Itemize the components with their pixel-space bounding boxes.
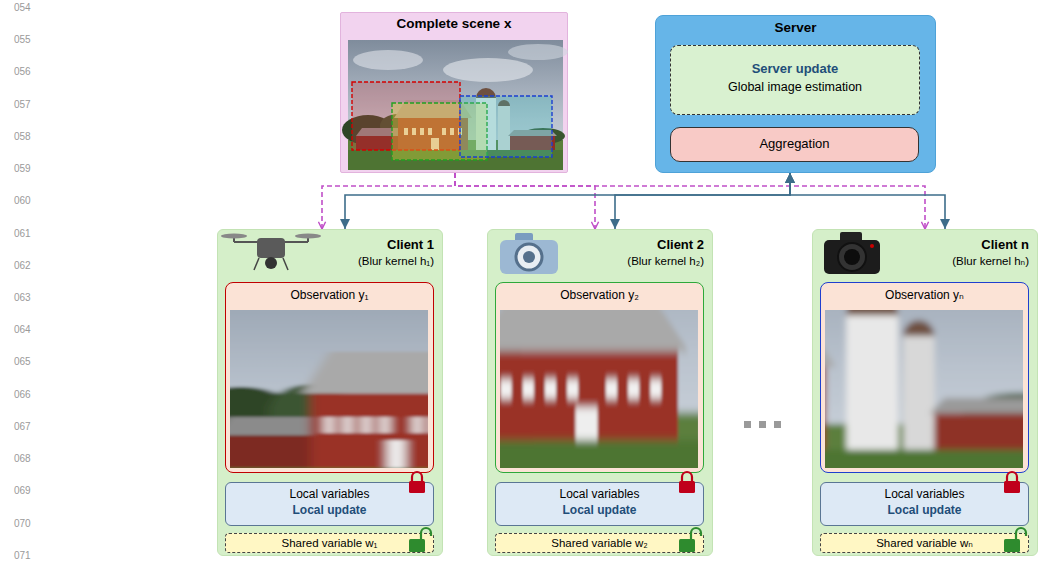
line-number: 069 (14, 485, 31, 517)
line-number: 059 (14, 163, 31, 195)
observation-image (329, 135, 955, 495)
node-text: (Blur kernel h₂) (627, 255, 704, 269)
line-number: 064 (14, 324, 31, 356)
local-variables-box: Local variablesLocal update (495, 482, 704, 526)
node-text: Complete scene x (397, 16, 512, 32)
local-variables-box: Local variablesLocal update (225, 482, 434, 526)
observation-box: Observation yₙ (820, 282, 1029, 473)
server-client-arrow (345, 173, 790, 229)
shared-variable-box: Shared variable w₁ (225, 533, 434, 553)
closed-lock-icon (679, 472, 695, 493)
node-text: Observation y₂ (560, 288, 639, 302)
server-update-box: Server updateGlobal image estimation (670, 45, 920, 115)
node-text: Client n (981, 237, 1029, 253)
node-text: Local update (887, 503, 961, 517)
node-text: Client 1 (387, 237, 434, 253)
open-lock-icon (409, 528, 431, 552)
node-text: Local update (292, 503, 366, 517)
line-number: 054 (14, 2, 31, 34)
client-panel: Client 1 (Blur kernel h₁) Observation y₁ Lo… (217, 229, 443, 556)
client-panel: Client 2 (Blur kernel h₂) Observation y₂ Lo… (487, 229, 713, 556)
line-number: 055 (14, 34, 31, 66)
scene-panel: Complete scene x (340, 12, 568, 173)
server-client-arrow (615, 173, 790, 229)
line-number: 060 (14, 195, 31, 227)
shared-variable-box: Shared variable w₂ (495, 533, 704, 553)
node-text: Server (774, 20, 816, 36)
open-lock-icon (1004, 528, 1026, 552)
line-number: 057 (14, 99, 31, 131)
node-text: Aggregation (759, 136, 829, 152)
line-number: 070 (14, 518, 31, 550)
observation-box: Observation y₁ (225, 282, 434, 473)
node-text: Client 2 (657, 237, 704, 253)
server-client-arrow (790, 173, 945, 229)
closed-lock-icon (1004, 472, 1020, 493)
scene-broadcast-arrow (455, 173, 595, 229)
node-text: Observation yₙ (885, 288, 964, 302)
server-panel: ServerServer updateGlobal image estimati… (655, 15, 936, 173)
ellipsis-dots (744, 421, 781, 428)
node-text: Observation y₁ (290, 288, 368, 302)
scene-broadcast-arrow (455, 173, 925, 229)
line-number-column: 0540550560570580590600610620630640650660… (14, 2, 31, 569)
node-text: Server update (752, 61, 839, 77)
line-number: 066 (14, 389, 31, 421)
node-text: (Blur kernel h₁) (358, 255, 434, 269)
line-number: 063 (14, 292, 31, 324)
line-number: 056 (14, 66, 31, 98)
open-lock-icon (679, 528, 701, 552)
node-text: Local update (562, 503, 636, 517)
closed-lock-icon (409, 472, 425, 493)
node-text: Global image estimation (728, 80, 862, 95)
aggregation-box: Aggregation (670, 127, 919, 162)
node-text: Shared variable wₙ (876, 536, 973, 550)
line-number: 071 (14, 550, 31, 569)
drone-icon (221, 234, 321, 271)
node-text: Local variables (884, 487, 964, 501)
client-panel: Client n (Blur kernel hₙ) Observation yₙ Lo… (812, 229, 1038, 556)
line-number: 058 (14, 131, 31, 163)
observation-image (499, 165, 1046, 502)
line-number: 068 (14, 453, 31, 485)
node-text: Shared variable w₁ (282, 536, 378, 550)
local-variables-box: Local variablesLocal update (820, 482, 1029, 526)
dslr-icon (824, 232, 880, 274)
shared-variable-box: Shared variable wₙ (820, 533, 1029, 553)
node-text: Local variables (559, 487, 639, 501)
observation-image (180, 212, 705, 514)
node-text: Local variables (289, 487, 369, 501)
node-text: Shared variable w₂ (551, 536, 648, 550)
line-number: 065 (14, 356, 31, 388)
camera-icon (500, 233, 558, 274)
observation-box: Observation y₂ (495, 282, 704, 473)
scene-broadcast-arrow (322, 173, 455, 229)
line-number: 061 (14, 228, 31, 260)
complete-scene-image (342, 40, 568, 170)
line-number: 067 (14, 421, 31, 453)
line-number: 062 (14, 260, 31, 292)
node-text: (Blur kernel hₙ) (952, 255, 1029, 269)
